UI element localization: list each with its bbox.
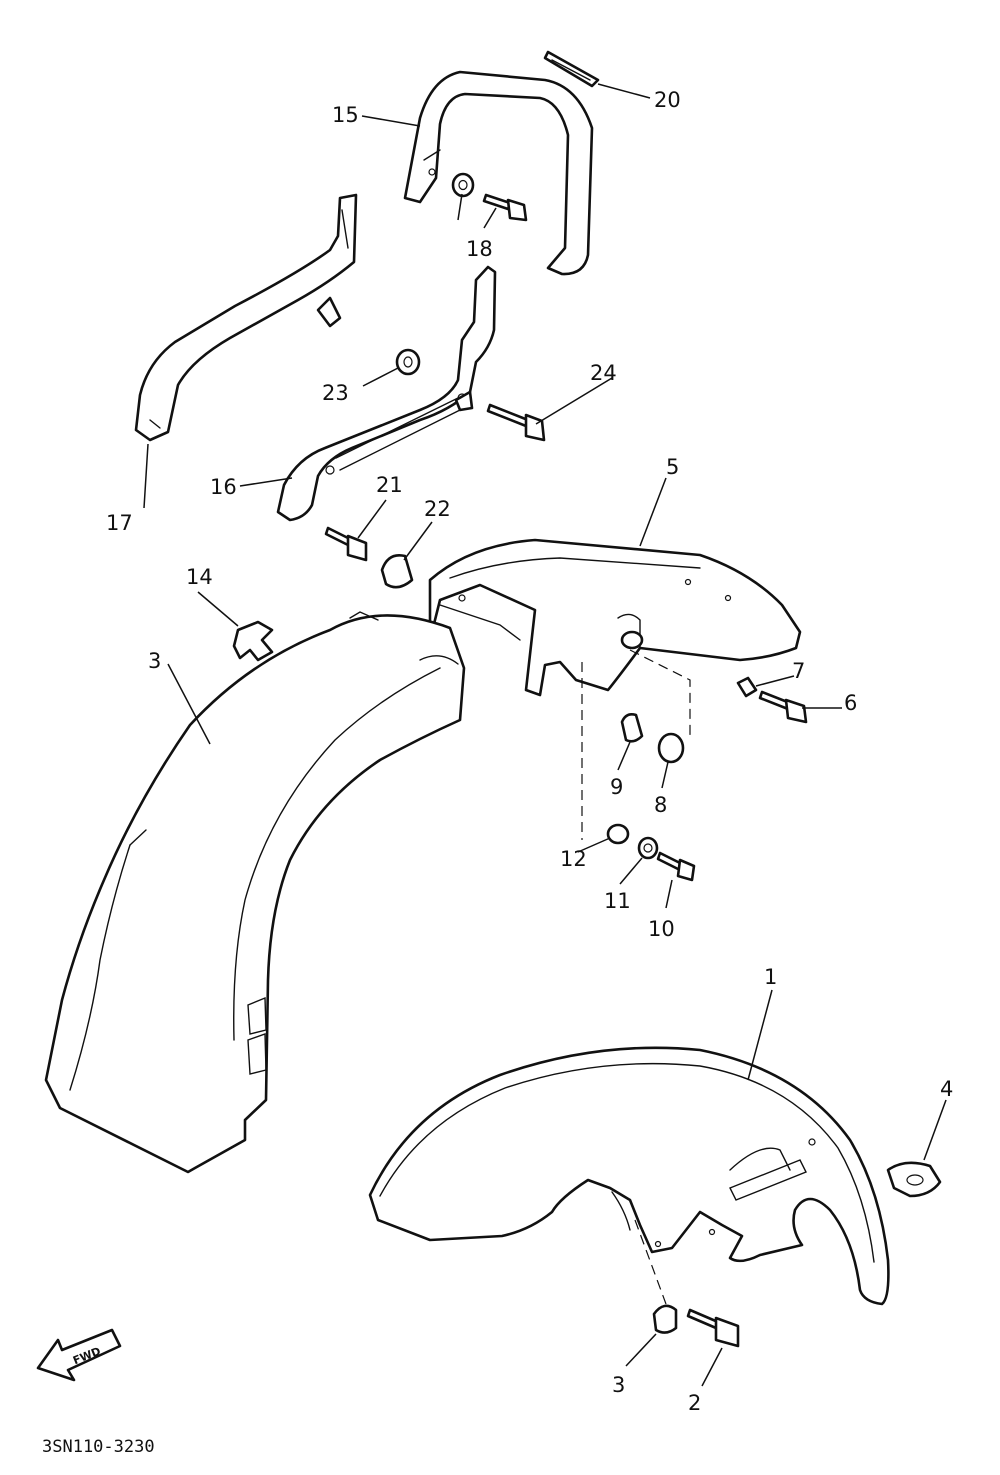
washer-11 — [637, 836, 659, 860]
bolt-2 — [686, 1308, 740, 1348]
callout-1: 1 — [764, 965, 777, 989]
callout-23: 23 — [322, 381, 349, 405]
callout-15: 15 — [332, 103, 359, 127]
bolt-21 — [324, 526, 368, 562]
front-fender-1 — [368, 1046, 890, 1306]
cap-nut-22 — [380, 554, 414, 589]
callout-11: 11 — [604, 889, 631, 913]
callout-5: 5 — [666, 455, 679, 479]
callout-16: 16 — [210, 475, 237, 499]
callout-8: 8 — [654, 793, 667, 817]
collar-3-lower — [652, 1304, 678, 1334]
rear-fender-tip-5 — [428, 538, 802, 697]
clip-4 — [886, 1161, 942, 1198]
collar-7 — [736, 676, 758, 698]
callout-13: 3 — [148, 649, 161, 673]
washer-23 — [395, 348, 421, 376]
callout-21: 21 — [376, 473, 403, 497]
left-stay-17 — [134, 193, 358, 442]
collar-9-upper — [620, 713, 644, 743]
callout-22: 22 — [424, 497, 451, 521]
grab-bar-15 — [403, 70, 594, 276]
washer-12 — [606, 823, 630, 845]
callout-14: 14 — [186, 565, 213, 589]
callout-20: 20 — [654, 88, 681, 112]
callout-6: 6 — [844, 691, 857, 715]
washer-19 — [451, 172, 475, 198]
bolt-18 — [482, 193, 528, 222]
callout-10: 10 — [648, 917, 675, 941]
forward-arrow-icon: FWD — [36, 1328, 122, 1382]
right-stay-16 — [276, 265, 497, 522]
bolt-24 — [486, 403, 546, 442]
grommet-8 — [657, 732, 685, 764]
rear-fender-13 — [44, 611, 466, 1174]
callout-7: 7 — [792, 659, 805, 683]
callout-17: 17 — [106, 511, 133, 535]
callout-labels: 20 15 18 23 24 17 16 21 22 5 14 3 7 6 9 … — [42, 88, 953, 1457]
callout-9-upper: 9 — [610, 775, 623, 799]
clip-14 — [232, 620, 274, 662]
bolt-6 — [758, 690, 808, 724]
callout-12: 12 — [560, 847, 587, 871]
callout-2: 2 — [688, 1391, 701, 1415]
callout-3-lower: 3 — [612, 1373, 625, 1397]
emblem-20 — [543, 50, 600, 88]
leader-lines — [143, 83, 947, 1387]
callout-24: 24 — [590, 361, 617, 385]
callout-18: 18 — [466, 237, 493, 261]
callout-4: 4 — [940, 1077, 953, 1101]
bolt-10 — [656, 851, 696, 882]
drawing-code: 3SN110-3230 — [42, 1437, 155, 1457]
